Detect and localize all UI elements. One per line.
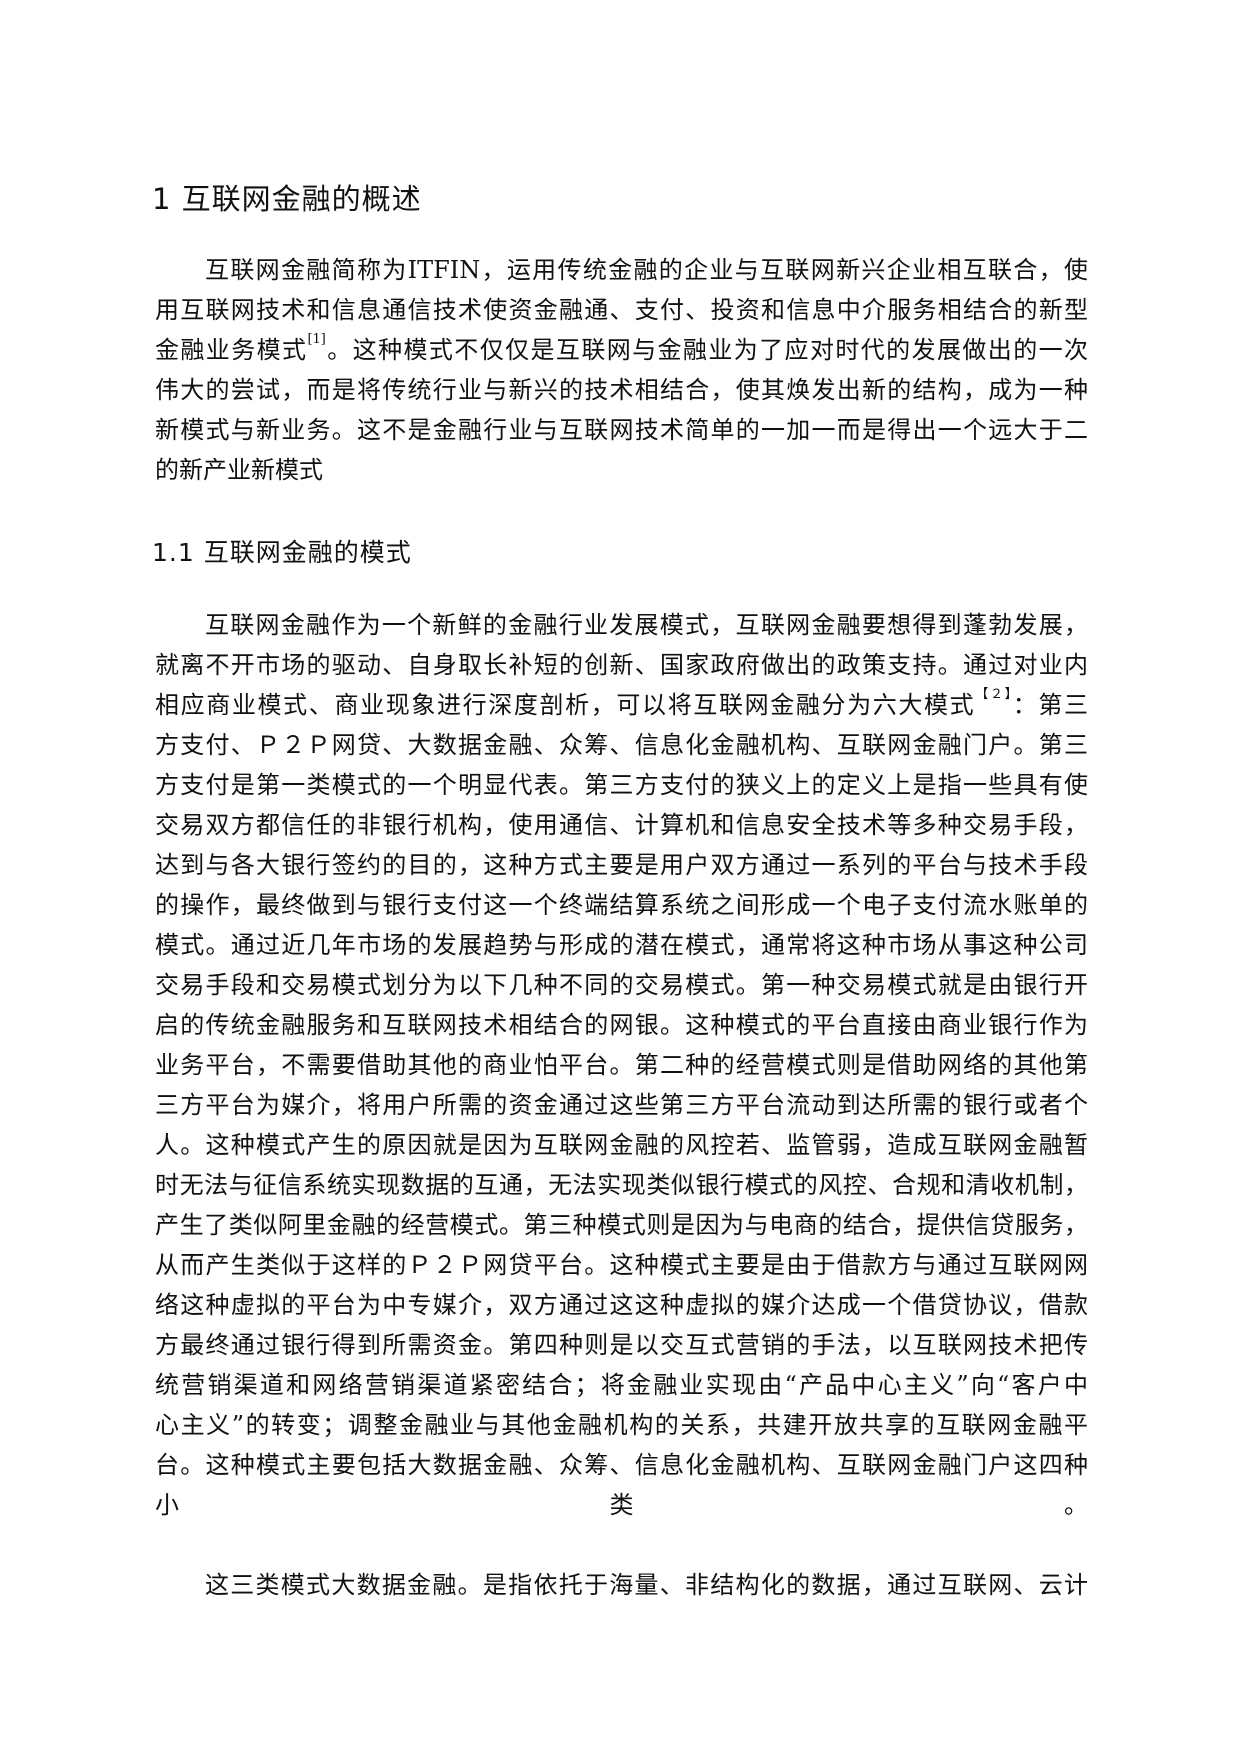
- text-line: 新模式与新业务。这不是金融行业与互联网技术简单的一加一而是得出一个远大于二: [155, 416, 1088, 444]
- text-line: 互联网金融简称为ITFIN，运用传统金融的企业与互联网新兴企业相互联合，使: [205, 256, 1088, 284]
- citation-1: [1]: [307, 332, 326, 347]
- text-line: 方支付是第一类模式的一个明显代表。第三方支付的狭义上的定义上是指一些具有使: [155, 771, 1088, 799]
- text-segment: 金融业务模式: [155, 336, 308, 364]
- text-line: 的操作，最终做到与银行支付这一个终端结算系统之间形成一个电子支付流水账单的: [155, 891, 1088, 919]
- text-line: 交易双方都信任的非银行机构，使用通信、计算机和信息安全技术等多种交易手段，: [155, 811, 1088, 839]
- section-heading-1: 1 互联网金融的概述: [152, 182, 422, 216]
- text-line: 络这种虚拟的平台为中专媒介，双方通过这这种虚拟的媒介达成一个借贷协议，借款: [155, 1291, 1088, 1319]
- text-segment: 相应商业模式、商业现象进行深度剖析，可以将互联网金融分为六大模式: [155, 691, 976, 719]
- text-line: 方支付、Ｐ２Ｐ网贷、大数据金融、众筹、信息化金融机构、互联网金融门户。第三: [155, 731, 1088, 759]
- text-line: 伟大的尝试，而是将传统行业与新兴的技术相结合，使其焕发出新的结构，成为一种: [155, 376, 1088, 404]
- text-line: 业务平台，不需要借助其他的商业怕平台。第二种的经营模式则是借助网络的其他第: [155, 1051, 1088, 1079]
- text-line: 方最终通过银行得到所需资金。第四种则是以交互式营销的手法，以互联网技术把传: [155, 1331, 1088, 1359]
- text-line: 从而产生类似于这样的Ｐ２Ｐ网贷平台。这种模式主要是由于借款方与通过互联网网: [155, 1251, 1088, 1279]
- text-segment: 。这种模式不仅仅是互联网与金融业为了应对时代的发展做出的一次: [325, 336, 1089, 364]
- text-line: 这三类模式大数据金融。是指依托于海量、非结构化的数据，通过互联网、云计: [205, 1571, 1088, 1599]
- text-line: 达到与各大银行签约的目的，这种方式主要是用户双方通过一系列的平台与技术手段: [155, 851, 1088, 879]
- text-line: 小类。: [155, 1491, 1088, 1519]
- text-line: 交易手段和交易模式划分为以下几种不同的交易模式。第一种交易模式就是由银行开: [155, 971, 1088, 999]
- text-line: 心主义”的转变；调整金融业与其他金融机构的关系，共建开放共享的互联网金融平: [155, 1411, 1088, 1439]
- text-line: 产生了类似阿里金融的经营模式。第三种模式则是因为与电商的结合，提供信贷服务，: [155, 1211, 1088, 1239]
- paragraph-models: 互联网金融作为一个新鲜的金融行业发展模式，互联网金融要想得到蓬勃发展， 就离不开…: [155, 605, 1088, 1605]
- text-line: 启的传统金融服务和互联网技术相结合的网银。这种模式的平台直接由商业银行作为: [155, 1011, 1088, 1039]
- text-line: 金融业务模式[1]。这种模式不仅仅是互联网与金融业为了应对时代的发展做出的一次: [155, 330, 1088, 370]
- text-segment: ：第三: [1012, 691, 1088, 719]
- text-line: 台。这种模式主要包括大数据金融、众筹、信息化金融机构、互联网金融门户这四种: [155, 1451, 1088, 1479]
- text-line: 用互联网技术和信息通信技术使资金融通、支付、投资和信息中介服务相结合的新型: [155, 296, 1088, 324]
- text-line: 统营销渠道和网络营销渠道紧密结合；将金融业实现由“产品中心主义”向“客户中: [155, 1371, 1088, 1399]
- text-line: 时无法与征信系统实现数据的互通，无法实现类似银行模式的风控、合规和清收机制，: [155, 1171, 1088, 1199]
- text-line: 就离不开市场的驱动、自身取长补短的创新、国家政府做出的政策支持。通过对业内: [155, 651, 1088, 679]
- citation-2: 【２】: [975, 687, 1013, 702]
- section-heading-1-1: 1.1 互联网金融的模式: [152, 538, 412, 567]
- text-line: 相应商业模式、商业现象进行深度剖析，可以将互联网金融分为六大模式【２】：第三: [155, 685, 1088, 725]
- text-line: 三方平台为媒介，将用户所需的资金通过这些第三方平台流动到达所需的银行或者个: [155, 1091, 1088, 1119]
- paragraph-overview: 互联网金融简称为ITFIN，运用传统金融的企业与互联网新兴企业相互联合，使 用互…: [155, 250, 1088, 490]
- text-line: 互联网金融作为一个新鲜的金融行业发展模式，互联网金融要想得到蓬勃发展，: [205, 611, 1088, 639]
- text-line: 模式。通过近几年市场的发展趋势与形成的潜在模式，通常将这种市场从事这种公司: [155, 931, 1088, 959]
- text-line: 人。这种模式产生的原因就是因为互联网金融的风控若、监管弱，造成互联网金融暂: [155, 1131, 1088, 1159]
- text-line: 的新产业新模式: [155, 456, 323, 484]
- text-line: [155, 1525, 1088, 1565]
